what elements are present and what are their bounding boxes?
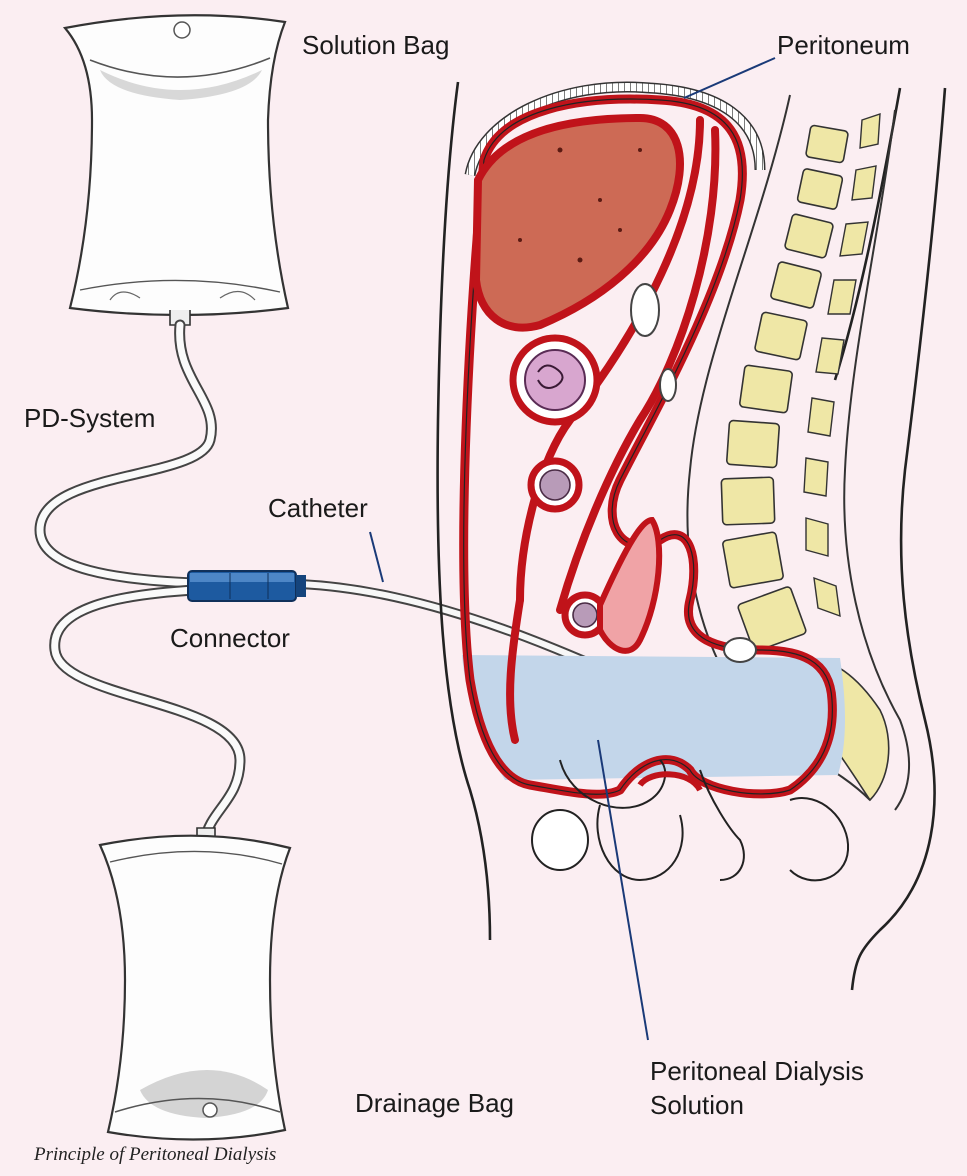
figure-caption: Principle of Peritoneal Dialysis [34, 1144, 276, 1166]
connector [188, 571, 306, 601]
catheter-label: Catheter [268, 493, 368, 523]
solution-bag-label: Solution Bag [302, 30, 449, 60]
peritoneal-dialysis-solution-label-line2: Solution [650, 1090, 744, 1120]
peritoneum-label: Peritoneum [777, 30, 910, 60]
solution-bag [65, 15, 288, 325]
peritoneal-dialysis-solution-label-line1: Peritoneal Dialysis [650, 1056, 864, 1086]
drainage-bag [100, 828, 290, 1140]
drainage-bag-label: Drainage Bag [355, 1088, 514, 1118]
connector-label: Connector [170, 623, 290, 653]
pd-system-label: PD-System [24, 403, 155, 433]
